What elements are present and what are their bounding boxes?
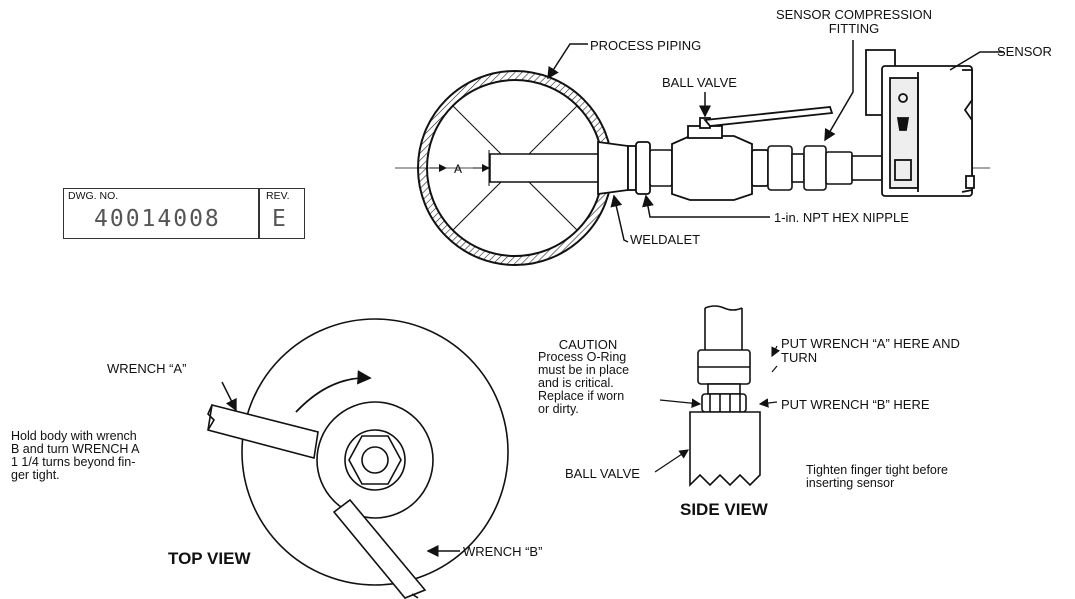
wrench-b-label: WRENCH “B” — [463, 544, 543, 559]
rev-value: E — [272, 206, 288, 232]
sensor-probe — [489, 153, 601, 183]
caution-note: CAUTION Process O-Ring must be in place … — [538, 338, 658, 416]
dimension-a-marker — [430, 150, 490, 186]
weldalet-label: WELDALET — [630, 232, 701, 247]
side-view-title: SIDE VIEW — [680, 500, 768, 519]
ball-valve — [671, 106, 834, 201]
compression-fitting — [767, 145, 883, 191]
wrench-b-instruction: PUT WRENCH “B” HERE — [781, 397, 930, 412]
top-view-note: Hold body with wrench B and turn WRENCH … — [11, 429, 140, 482]
wrench-a-instruction: PUT WRENCH “A” HERE AND TURN — [781, 337, 960, 365]
fitting-label-line2: FITTING — [828, 21, 880, 36]
process-piping-label: PROCESS PIPING — [590, 38, 702, 53]
hex-nipple — [649, 149, 673, 187]
sensor-label: SENSOR — [997, 44, 1052, 59]
side-view-drawing — [689, 305, 761, 487]
drawing-number-block: DWG. NO. 40014008 REV. E — [63, 188, 305, 239]
side-ball-valve-label: BALL VALVE — [565, 466, 640, 481]
dwg-no-label: DWG. NO. — [68, 190, 119, 202]
tighten-note: Tighten finger tight before inserting se… — [806, 463, 948, 490]
side-view-leaders — [654, 345, 781, 473]
caution-title: CAUTION — [558, 337, 618, 352]
dwg-number: 40014008 — [94, 206, 221, 232]
top-view-drawing — [207, 318, 509, 599]
wrench-a-label: WRENCH “A” — [107, 361, 187, 376]
installation-leaders — [547, 40, 1004, 243]
fitting-label-line1: SENSOR COMPRESSION — [775, 7, 933, 22]
caution-text: Process O-Ring must be in place and is c… — [538, 350, 630, 416]
weldalet — [597, 140, 651, 196]
sensor-compression-fitting-label: SENSOR COMPRESSION FITTING — [754, 8, 954, 36]
rotation-arrow — [295, 370, 372, 413]
sensor-head — [865, 49, 975, 197]
top-view-title: TOP VIEW — [168, 549, 251, 568]
rev-label: REV. — [266, 190, 290, 202]
dimension-a-label: A — [454, 162, 462, 176]
top-view-leaders — [221, 381, 460, 557]
block-divider — [258, 189, 260, 238]
wrench-a-instruction-line2: TURN — [781, 350, 818, 365]
ball-valve-label: BALL VALVE — [662, 75, 737, 90]
hex-nipple-label: 1-in. NPT HEX NIPPLE — [774, 210, 909, 225]
wrench-a-instruction-line1: PUT WRENCH “A” HERE AND — [781, 336, 960, 351]
